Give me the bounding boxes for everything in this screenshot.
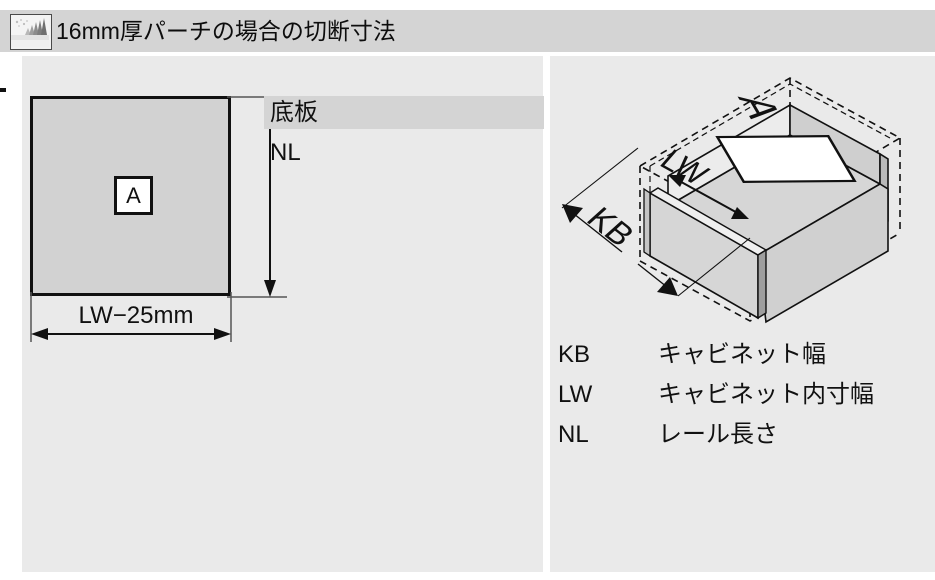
lw-dimension-3d (668, 175, 749, 219)
legend-key-lw: LW (558, 381, 593, 408)
isometric-drawer-drawing: A LW KB (561, 77, 902, 324)
legend-row-kb: KB キャビネット幅 (558, 334, 930, 374)
bottom-plate-label-highlight (264, 96, 544, 129)
kb-dimension-3d (561, 147, 751, 297)
legend-list: KB キャビネット幅 LW キャビネット内寸幅 NL レール長さ (558, 334, 930, 454)
rail-length-label: NL (270, 139, 301, 166)
header-bar: 16mm厚パーチの場合の切断寸法 (0, 10, 935, 52)
image-thumbnail-icon (10, 14, 52, 50)
left-diagram-panel: A LW−25mm 底板 NL (22, 56, 544, 572)
part-a-label-3d: A (727, 96, 792, 120)
part-label-a-box: A (114, 176, 153, 215)
right-diagram-panel: A LW KB KB キャビネット幅 LW キャビネット内寸幅 (550, 56, 935, 572)
drawer-front-left-inner-edge (757, 248, 767, 320)
left-edge-tick (0, 88, 6, 92)
legend-value-lw: キャビネット内寸幅 (658, 381, 874, 408)
drawer-left-thin-edge (643, 187, 651, 258)
legend-row-nl: NL レール長さ (558, 414, 930, 454)
legend-key-nl: NL (558, 421, 589, 448)
legend-value-nl: レール長さ (658, 421, 778, 448)
legend-key-kb: KB (558, 341, 591, 368)
bottom-plate-label: 底板 (270, 99, 318, 126)
thumbnail-graphic (11, 15, 49, 47)
legend-value-kb: キャビネット幅 (658, 341, 826, 368)
legend-row-lw: LW キャビネット内寸幅 (558, 374, 930, 414)
width-dimension-arrow (30, 292, 232, 342)
page-title: 16mm厚パーチの場合の切断寸法 (56, 18, 396, 44)
kb-label-3d: KB (579, 201, 641, 253)
width-dimension-label: LW−25mm (78, 302, 194, 329)
part-a-plate-3d (715, 135, 857, 183)
